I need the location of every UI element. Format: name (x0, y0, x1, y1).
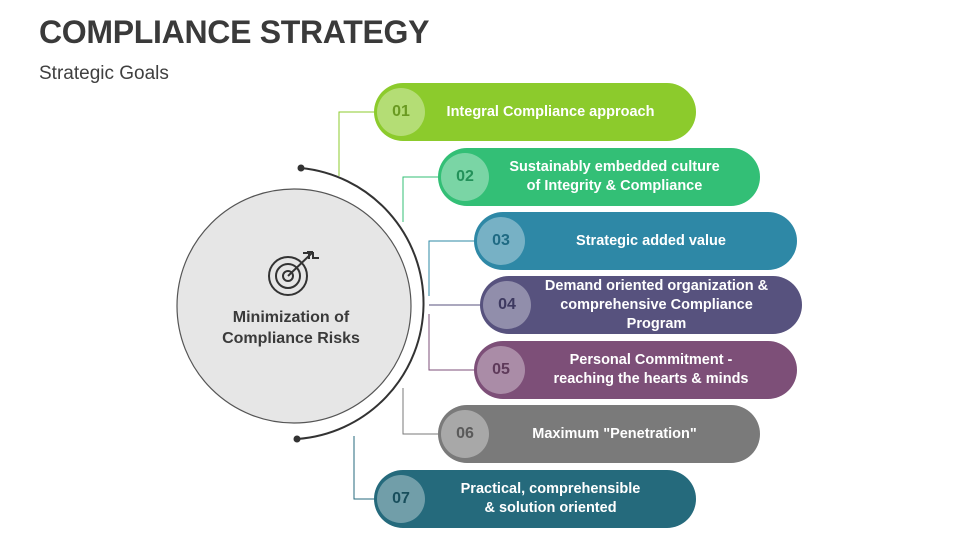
arc-end-top (297, 164, 305, 172)
connector-01 (338, 111, 380, 176)
goal-number-01: 01 (377, 88, 425, 136)
goal-text-06-line-1: Maximum "Penetration" (532, 425, 697, 442)
goal-text-05-line-1: Personal Commitment - (569, 352, 733, 368)
center-label: Minimization of Compliance Risks (196, 307, 386, 349)
goal-pill-04: 04 Demand oriented organization & compre… (480, 276, 802, 334)
center-label-line-2: Compliance Risks (222, 330, 360, 347)
goal-text-07-line-1: Practical, comprehensible (460, 481, 641, 497)
goal-pill-01: 01 Integral Compliance approach (374, 83, 696, 141)
center-circle (176, 188, 412, 424)
connector-05 (428, 314, 480, 371)
goal-text-04-line-1: Demand oriented organization & (544, 277, 769, 294)
center-label-line-1: Minimization of (232, 309, 350, 326)
goal-text-01-line-1: Integral Compliance approach (446, 103, 655, 120)
goal-pill-03: 03 Strategic added value (474, 212, 797, 270)
goal-text-05-line-2: reaching the hearts & minds (553, 371, 749, 387)
page-title: COMPLIANCE STRATEGY (39, 14, 430, 50)
goal-text-04-line-2: comprehensive Compliance Program (560, 296, 753, 332)
goal-number-02: 02 (441, 153, 489, 201)
goal-number-07: 07 (377, 475, 425, 523)
goal-pill-05: 05 Personal Commitment - reaching the he… (474, 341, 797, 399)
connector-06 (402, 388, 444, 435)
goal-pill-07: 07 Practical, comprehensible & solution … (374, 470, 696, 528)
goal-label-05: Personal Commitment - reaching the heart… (525, 351, 797, 389)
page-subtitle: Strategic Goals (39, 63, 169, 84)
goal-label-04: Demand oriented organization & comprehen… (531, 277, 802, 334)
arc-end-bottom (293, 435, 301, 443)
goal-number-04: 04 (483, 281, 531, 329)
goal-pill-06: 06 Maximum "Penetration" (438, 405, 760, 463)
goal-text-07-line-2: & solution oriented (484, 500, 617, 516)
connector-02 (402, 176, 444, 222)
goal-number-06: 06 (441, 410, 489, 458)
goal-text-02-line-1: Sustainably embedded culture (509, 159, 720, 175)
goal-label-01: Integral Compliance approach (425, 103, 696, 122)
target-arrow-icon (268, 251, 319, 296)
connector-07 (353, 436, 380, 500)
goal-text-02-line-2: of Integrity & Compliance (526, 178, 703, 194)
goal-label-07: Practical, comprehensible & solution ori… (425, 480, 696, 518)
goal-label-02: Sustainably embedded culture of Integrit… (489, 158, 760, 196)
goal-pill-02: 02 Sustainably embedded culture of Integ… (438, 148, 760, 206)
goal-label-03: Strategic added value (525, 232, 797, 251)
goal-number-05: 05 (477, 346, 525, 394)
goal-label-06: Maximum "Penetration" (489, 425, 760, 444)
connectors (338, 111, 486, 500)
outer-arc (296, 167, 425, 440)
goal-text-03-line-1: Strategic added value (576, 232, 726, 249)
connector-03 (428, 240, 480, 296)
goal-number-03: 03 (477, 217, 525, 265)
